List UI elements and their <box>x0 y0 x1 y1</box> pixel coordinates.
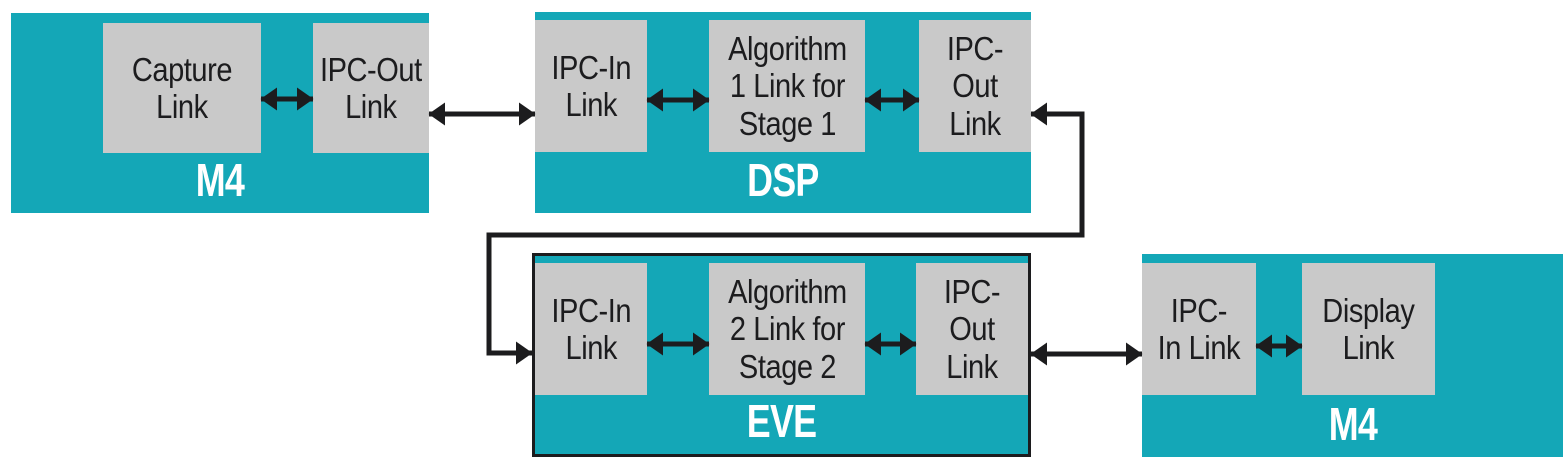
link-box-algorithm2: Algorithm 2 Link for Stage 2 <box>709 263 865 395</box>
processor-block-eve: IPC-In Link Algorithm 2 Link for Stage 2… <box>532 253 1031 457</box>
processor-block-m4-display: IPC- In Link Display Link M4 <box>1142 254 1563 457</box>
link-box-ipc-out: IPC-Out Link <box>313 23 429 153</box>
link-box-label: Display Link <box>1322 291 1415 366</box>
processor-name-label: DSP <box>747 154 819 206</box>
link-box-label: Algorithm 2 Link for Stage 2 <box>727 273 847 385</box>
link-box-ipc-in: IPC-In Link <box>535 263 647 395</box>
link-box-ipc-in: IPC- In Link <box>1142 263 1256 395</box>
link-box-ipc-in: IPC-In Link <box>535 20 647 152</box>
processor-name-label: M4 <box>1328 398 1377 450</box>
link-box-ipc-out: IPC-Out Link <box>919 20 1031 152</box>
link-box-label: IPC-In Link <box>551 48 631 123</box>
processor-block-dsp: IPC-In Link Algorithm 1 Link for Stage 1… <box>535 12 1031 213</box>
link-box-algorithm1: Algorithm 1 Link for Stage 1 <box>709 20 865 152</box>
processor-block-m4-capture: Capture Link IPC-Out Link M4 <box>11 13 429 213</box>
link-box-label: Capture Link <box>131 50 233 125</box>
link-box-label: Algorithm 1 Link for Stage 1 <box>727 30 847 142</box>
link-box-ipc-out: IPC-Out Link <box>916 263 1028 395</box>
link-box-display: Display Link <box>1302 263 1435 395</box>
link-box-label: IPC-In Link <box>551 291 631 366</box>
link-box-label: IPC- In Link <box>1157 291 1241 366</box>
link-box-label: IPC-Out Link <box>943 273 1001 385</box>
link-box-capture: Capture Link <box>103 23 261 153</box>
link-box-label: IPC-Out Link <box>320 50 422 125</box>
processor-name-label: M4 <box>195 154 245 206</box>
link-box-label: IPC-Out Link <box>946 30 1004 142</box>
processor-name-label: EVE <box>746 395 817 447</box>
